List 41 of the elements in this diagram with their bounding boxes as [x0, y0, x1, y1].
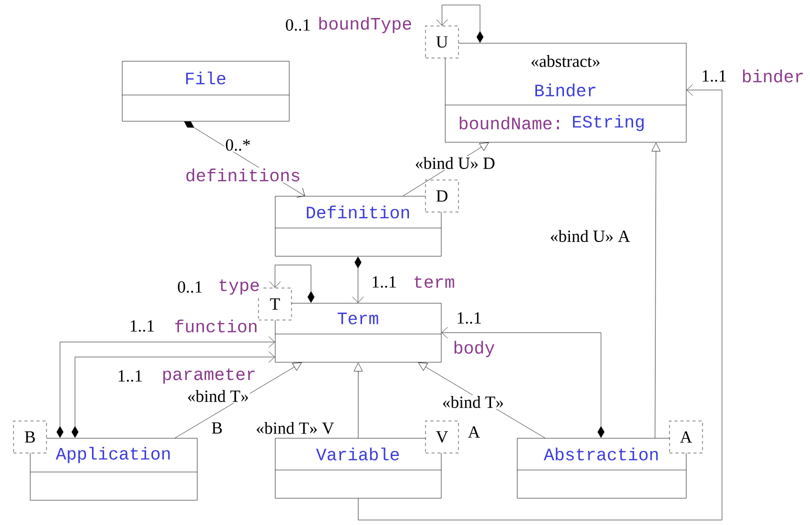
multiplicity-label: 1..1 [370, 275, 398, 289]
edge-label: «bind T» [441, 395, 505, 409]
edge-label: function [173, 318, 260, 334]
multiplicity-label: 1..1 [700, 69, 728, 83]
arrow [174, 362, 302, 438]
arrow [652, 142, 660, 438]
edge-label: «bind T» [186, 389, 250, 403]
edge-label: body [452, 340, 496, 358]
multiplicity-label: 0..1 [284, 18, 312, 32]
class-box: File [122, 61, 290, 122]
edge-label: «bind T» V [254, 420, 336, 436]
multiplicity-label: 1..1 [128, 319, 156, 333]
edge-label: definitions [184, 168, 302, 182]
edge-label: type [217, 278, 261, 296]
class-box: Variable [274, 438, 442, 498]
arrow [436, 4, 484, 43]
edge-label: term [412, 275, 456, 289]
multiplicity-label: 0..* [224, 138, 252, 152]
arrow [269, 264, 314, 303]
arrow [72, 351, 275, 438]
template-parameter-box: U [425, 26, 459, 58]
multiplicity-label: 1..1 [116, 369, 144, 383]
multiplicity-label: 0..1 [176, 280, 204, 294]
multiplicity-label: A [466, 425, 482, 439]
multiplicity-label: 1..1 [455, 311, 483, 325]
multiplicity-label: B [210, 421, 224, 435]
arrow [442, 327, 604, 438]
edge-label: «bind U» D [414, 156, 496, 170]
template-parameter-box: A [669, 420, 703, 454]
template-parameter-box: T [258, 288, 292, 320]
edge-label: binder [740, 68, 806, 84]
arrow [352, 256, 364, 303]
template-parameter-box: D [425, 180, 459, 212]
edge-label: «bind U» A [548, 229, 632, 243]
template-parameter-box: B [13, 420, 47, 454]
edge-label: parameter [160, 367, 258, 385]
arrow [354, 362, 363, 438]
arrow [358, 84, 722, 520]
arrow [56, 336, 275, 438]
template-parameter-box: V [425, 420, 459, 454]
edge-label: boundType [316, 16, 414, 34]
